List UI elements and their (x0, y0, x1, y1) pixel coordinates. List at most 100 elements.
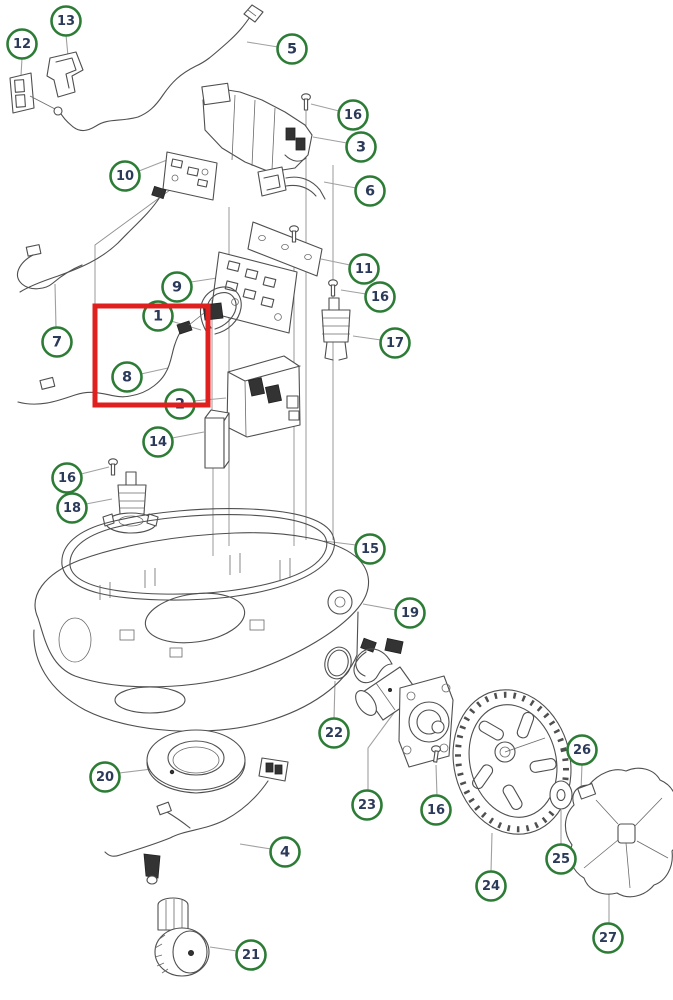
callout-4: 4 (269, 836, 301, 868)
callout-3: 3 (345, 131, 377, 163)
part-3-housing (201, 82, 313, 173)
callout-circle-15 (354, 533, 386, 565)
callout-number-4: 4 (280, 845, 290, 861)
part-8-cable (17, 312, 205, 405)
callout-14: 14 (142, 426, 174, 458)
callout-circle-22 (318, 717, 350, 749)
callout-24: 24 (475, 870, 507, 902)
callout-number-16: 16 (58, 471, 76, 486)
callout-number-14: 14 (149, 435, 167, 450)
leader-line-7 (54, 283, 57, 329)
callout-number-3: 3 (356, 140, 366, 156)
callout-16: 16 (51, 462, 83, 494)
callout-number-6: 6 (365, 184, 375, 200)
callout-circle-16 (337, 99, 369, 131)
callout-circle-18 (56, 492, 88, 524)
callout-5: 5 (276, 33, 308, 65)
callout-10: 10 (109, 160, 141, 192)
callout-number-1: 1 (153, 309, 163, 325)
callout-number-17: 17 (386, 336, 404, 351)
callout-circle-20 (89, 761, 121, 793)
leader-line-16 (435, 764, 438, 797)
leader-line-5 (246, 41, 279, 48)
highlight-box (92, 303, 211, 408)
part-2-ecu-box (226, 355, 301, 438)
part-18-damper (102, 471, 159, 534)
callout-circle-16 (51, 462, 83, 494)
part-23-wheel-motor (355, 637, 454, 768)
callout-circle-6 (354, 175, 386, 207)
leader-line-16 (340, 289, 367, 295)
screw-16-motor (431, 745, 441, 763)
callout-circle-17 (379, 327, 411, 359)
screw-11-axis (289, 225, 299, 243)
leader-line-17 (352, 335, 382, 341)
callout-circle-24 (475, 870, 507, 902)
callout-circle-3 (345, 131, 377, 163)
leader-line-23 (367, 709, 397, 791)
callout-circle-7 (41, 326, 73, 358)
callout-8: 8 (111, 361, 143, 393)
callout-number-18: 18 (63, 501, 81, 516)
callout-number-24: 24 (482, 879, 500, 894)
callout-20: 20 (89, 761, 121, 793)
callout-number-26: 26 (573, 743, 591, 758)
callout-circle-26 (566, 734, 598, 766)
part-4-cable (104, 757, 289, 885)
callout-13: 13 (50, 5, 82, 37)
leader-line-13 (65, 34, 69, 57)
callout-12: 12 (6, 28, 38, 60)
part-15-gasket (61, 508, 335, 601)
part-19-chassis (33, 532, 393, 732)
callout-number-10: 10 (116, 169, 134, 184)
callout-circle-16 (364, 281, 396, 313)
callout-circle-1 (142, 300, 174, 332)
screw-16-damper18 (108, 458, 118, 476)
callout-22: 22 (318, 717, 350, 749)
leader-line-3 (312, 136, 348, 144)
callout-18: 18 (56, 492, 88, 524)
leader-line-19 (362, 603, 397, 611)
leader-line-8 (140, 367, 169, 375)
callout-number-11: 11 (355, 262, 373, 277)
callout-1: 1 (142, 300, 174, 332)
callout-number-21: 21 (242, 948, 260, 963)
callout-circle-19 (394, 597, 426, 629)
leader-line-20 (118, 768, 153, 774)
callout-23: 23 (351, 789, 383, 821)
part-7-cable (17, 244, 83, 290)
part-9-pcb (210, 251, 298, 334)
leader-line-11 (320, 258, 351, 266)
callout-number-5: 5 (287, 42, 297, 58)
part-17-damper (321, 297, 351, 361)
callout-number-9: 9 (172, 280, 182, 296)
part-10-pcb (19, 151, 218, 293)
part-13-bracket (46, 51, 84, 98)
callout-16: 16 (364, 281, 396, 313)
callout-15: 15 (354, 533, 386, 565)
callout-circle-25 (545, 843, 577, 875)
callout-17: 17 (379, 327, 411, 359)
callout-number-25: 25 (552, 852, 570, 867)
part-20-ring (146, 729, 246, 794)
callout-21: 21 (235, 939, 267, 971)
part-21-motor (154, 897, 210, 977)
callout-circle-9 (161, 271, 193, 303)
part-24-wheel (452, 689, 572, 835)
callout-6: 6 (354, 175, 386, 207)
part-22-oring (324, 646, 352, 680)
leader-line-24 (490, 832, 493, 873)
callout-27: 27 (592, 922, 624, 954)
part-11-bar (247, 221, 323, 277)
callout-number-16: 16 (344, 108, 362, 123)
leader-line-18 (85, 498, 113, 505)
part-6-bracket (257, 166, 326, 200)
callout-circle-5 (276, 33, 308, 65)
part-12-plate (9, 72, 56, 114)
part-27-hubcap (564, 767, 673, 898)
callout-leader-lines (20, 34, 610, 952)
callout-number-13: 13 (57, 14, 75, 29)
part-5-cable (53, 4, 264, 132)
screw-16-damper17 (328, 279, 338, 297)
